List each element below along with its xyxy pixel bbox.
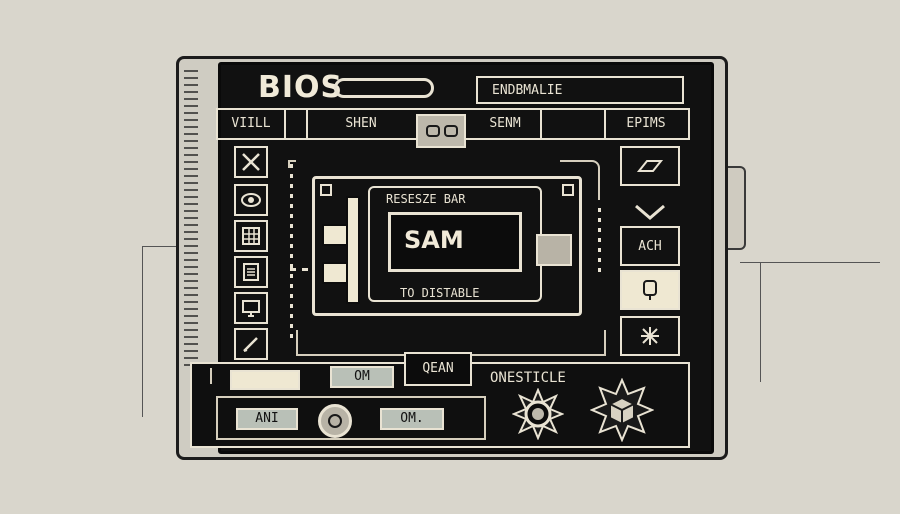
chip-footer: TO DISTABLE xyxy=(400,286,480,300)
monitor-icon[interactable] xyxy=(234,292,268,324)
guide-line xyxy=(598,208,601,278)
circuit-trace-right-vertical xyxy=(760,262,762,382)
cube-gear-icon[interactable] xyxy=(589,377,655,443)
panel-tick xyxy=(210,368,216,384)
snowflake-icon[interactable] xyxy=(620,316,680,356)
onesticle-label: ONESTICLE xyxy=(490,370,566,386)
title-status-pill xyxy=(334,78,434,98)
value-display[interactable] xyxy=(388,212,522,272)
vent-grille xyxy=(184,70,198,370)
folder-icon[interactable] xyxy=(620,146,680,186)
chip-frame xyxy=(312,176,582,316)
hex-knob-icon[interactable] xyxy=(318,404,352,438)
connector-plug[interactable] xyxy=(536,234,572,266)
chip-corner xyxy=(562,184,574,196)
ach-button[interactable]: ACH xyxy=(620,226,680,266)
microchip-icon[interactable] xyxy=(620,270,680,310)
chip-corner xyxy=(320,184,332,196)
grid-globe-icon[interactable] xyxy=(234,220,268,252)
bottom-subpanel xyxy=(216,396,486,440)
knob-center xyxy=(328,414,342,428)
circuit-trace-right xyxy=(740,262,880,264)
circuit-trace-left xyxy=(142,246,203,417)
tab-senm[interactable]: SENM xyxy=(489,116,521,131)
value-text: SAM xyxy=(404,226,464,254)
om-dot-button[interactable]: OM. xyxy=(380,408,444,430)
pen-icon[interactable] xyxy=(234,328,268,360)
guide-line xyxy=(290,268,310,271)
ring-icon xyxy=(444,125,458,137)
header-field[interactable]: ENDBMALIE xyxy=(476,76,684,104)
latch-rail xyxy=(346,196,360,304)
guide-line xyxy=(290,164,293,344)
qean-button[interactable]: QEAN xyxy=(404,352,472,386)
ani-button[interactable]: ANI xyxy=(236,408,298,430)
tab-viill[interactable]: VIILL xyxy=(231,116,271,131)
tab-shen[interactable]: SHEN xyxy=(345,116,377,131)
tab-divider xyxy=(604,110,606,138)
device-side-tab xyxy=(726,166,746,250)
ach-label: ACH xyxy=(638,238,662,254)
document-icon[interactable] xyxy=(234,256,268,288)
chip-heading: RESESZE BAR xyxy=(386,192,466,206)
eye-icon[interactable] xyxy=(234,184,268,216)
tab-toggle-button[interactable] xyxy=(416,114,466,148)
tab-divider xyxy=(540,110,542,138)
guide-corner xyxy=(288,160,296,168)
input-slot[interactable] xyxy=(230,370,300,390)
page-title: BIOS xyxy=(258,70,344,105)
close-x-icon[interactable] xyxy=(234,146,268,178)
tab-epims[interactable]: EPIMS xyxy=(626,116,666,131)
tab-divider xyxy=(284,110,286,138)
guide-corner xyxy=(560,160,600,200)
tab-divider xyxy=(306,110,308,138)
ring-icon xyxy=(426,125,440,137)
om-button[interactable]: OM xyxy=(330,366,394,388)
chevron-down-icon[interactable] xyxy=(620,192,680,232)
gear-icon[interactable] xyxy=(511,387,565,441)
